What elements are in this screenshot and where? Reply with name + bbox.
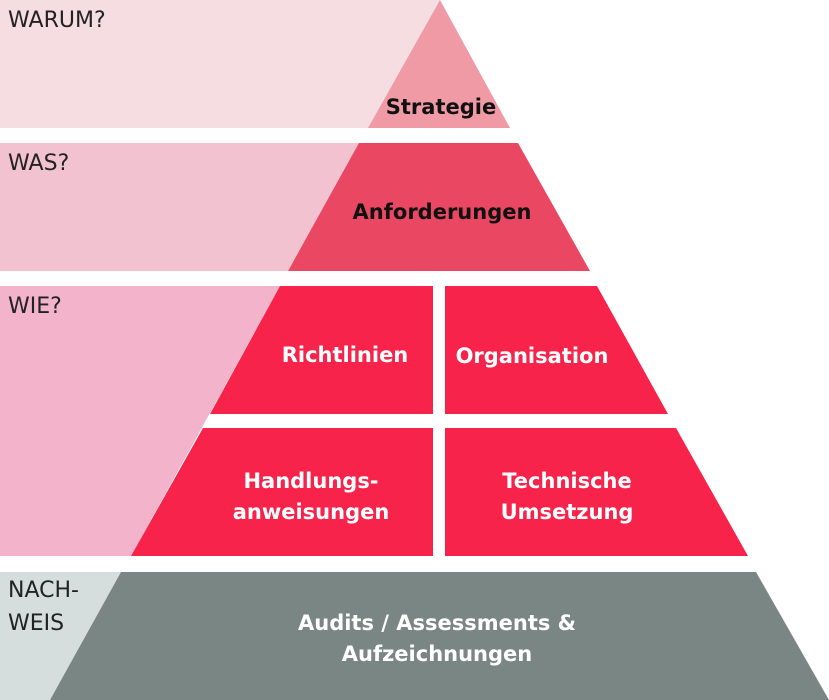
band-wie — [0, 286, 280, 556]
level-label-organisation: Organisation — [456, 344, 609, 368]
level-label-technische-line1: Technische — [502, 469, 631, 493]
band-nachweis — [0, 572, 121, 700]
level-label-audits-line1: Audits / Assessments & — [298, 611, 576, 635]
level-label-technische-line2: Umsetzung — [501, 500, 634, 524]
row-label-nachweis-line2: WEIS — [8, 611, 64, 636]
level-label-handlungsanweisungen-line2: anweisungen — [233, 500, 390, 524]
level-label-strategie: Strategie — [386, 95, 496, 119]
level-technische-umsetzung — [445, 428, 748, 556]
level-label-anforderungen: Anforderungen — [353, 200, 532, 224]
level-handlungsanweisungen — [131, 428, 433, 556]
level-richtlinien — [210, 286, 433, 414]
band-was — [0, 143, 360, 271]
row-label-nachweis-line1: NACH- — [8, 578, 79, 603]
level-label-richtlinien: Richtlinien — [282, 343, 409, 367]
row-label-wie: WIE? — [8, 294, 62, 319]
level-anforderungen — [288, 143, 590, 271]
level-audits — [50, 572, 829, 700]
band-warum — [0, 0, 440, 128]
level-organisation — [445, 286, 668, 414]
row-label-was: WAS? — [8, 151, 69, 176]
row-label-warum: WARUM? — [8, 8, 106, 33]
level-label-handlungsanweisungen-line1: Handlungs- — [243, 469, 378, 493]
level-strategie — [368, 0, 510, 128]
level-label-audits-line2: Aufzeichnungen — [342, 642, 532, 666]
